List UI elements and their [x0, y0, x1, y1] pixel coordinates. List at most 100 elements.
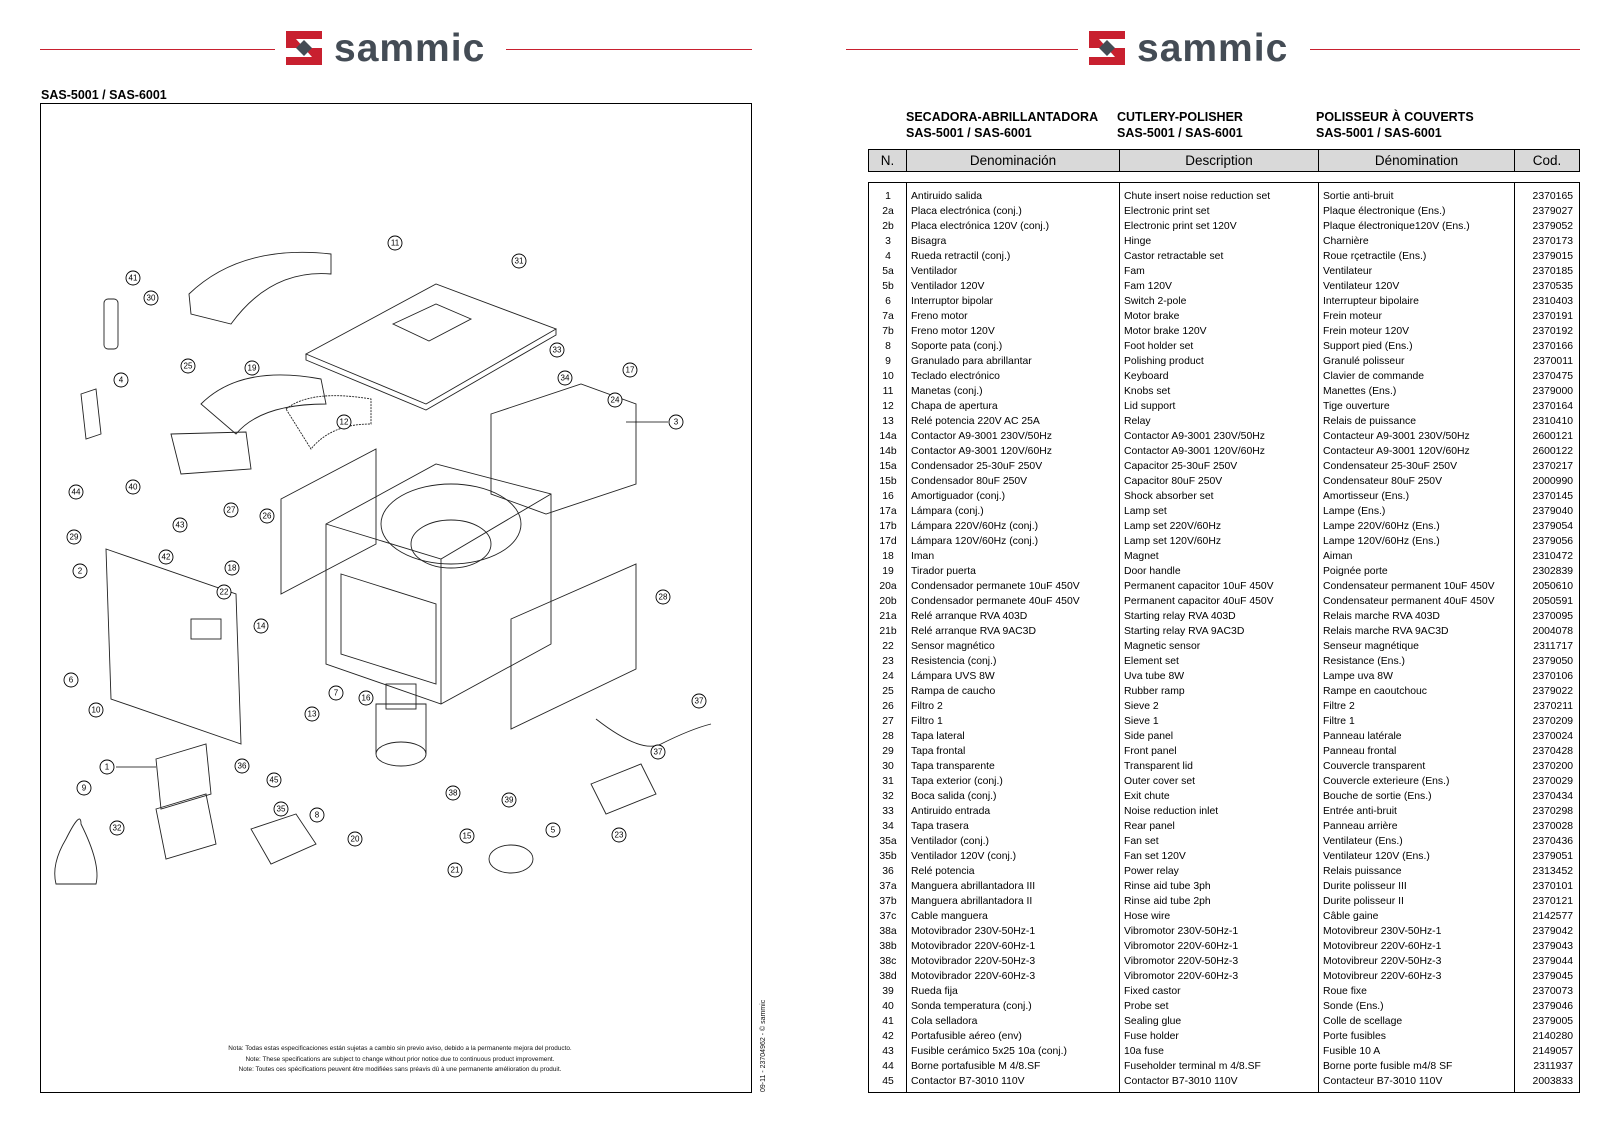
cell-description: Power relay: [1124, 866, 1179, 877]
cell-code: 2370121: [1532, 896, 1573, 907]
svg-text:7: 7: [334, 689, 339, 698]
cell-number: 13: [882, 416, 894, 427]
callout-1: 1: [99, 759, 156, 775]
cell-code: 2370095: [1532, 611, 1573, 622]
cell-code: 2050610: [1532, 581, 1573, 592]
cell-denomination: Frein moteur 120V: [1323, 326, 1410, 337]
cell-code: 2379042: [1532, 926, 1573, 937]
callout-9: 9: [76, 780, 92, 796]
cell-code: 2379015: [1532, 251, 1573, 262]
cell-description: 10a fuse: [1124, 1046, 1164, 1057]
cell-denominacion: Tapa trasera: [911, 821, 969, 832]
callout-36: 36: [234, 758, 250, 774]
callout-33: 33: [549, 342, 565, 358]
cell-code: 2370434: [1532, 791, 1573, 802]
cell-code: 2370200: [1532, 761, 1573, 772]
cell-denominacion: Tapa frontal: [911, 746, 966, 757]
svg-text:41: 41: [129, 274, 138, 283]
cell-denominacion: Filtro 2: [911, 701, 943, 712]
cell-code: 2370165: [1532, 191, 1573, 202]
cell-description: Sealing glue: [1124, 1016, 1182, 1027]
cell-number: 17a: [879, 506, 897, 517]
exploded-view-frame: [40, 103, 752, 1093]
callout-25: 25: [180, 358, 196, 374]
cell-description: Keyboard: [1124, 371, 1169, 382]
svg-text:22: 22: [220, 588, 229, 597]
cell-code: 2370011: [1533, 356, 1573, 367]
cell-denominacion: Relé potencia: [911, 866, 975, 877]
cell-denomination: Granulé polisseur: [1323, 356, 1405, 367]
header-fr-model: SAS-5001 / SAS-6001: [1316, 125, 1442, 140]
cell-denomination: Tige ouverture: [1323, 401, 1390, 412]
cell-number: 11: [882, 386, 894, 397]
cell-number: 6: [885, 296, 891, 307]
cell-number: 18: [882, 551, 894, 562]
cell-number: 21b: [879, 626, 897, 637]
cell-code: 2379005: [1532, 1016, 1573, 1027]
column-header-number: N.: [869, 150, 907, 171]
cell-denominacion: Granulado para abrillantar: [911, 356, 1032, 367]
cell-number: 22: [882, 641, 894, 652]
cell-description: Element set: [1124, 656, 1179, 667]
cell-code: 2379051: [1532, 851, 1573, 862]
cell-denominacion: Freno motor: [911, 311, 968, 322]
cell-denominacion: Rampa de caucho: [911, 686, 996, 697]
cell-description: Electronic print set: [1124, 206, 1210, 217]
svg-text:11: 11: [391, 239, 400, 248]
svg-text:23: 23: [615, 831, 624, 840]
cell-number: 45: [882, 1076, 894, 1087]
svg-text:19: 19: [248, 364, 257, 373]
svg-text:4: 4: [119, 376, 124, 385]
svg-text:37: 37: [654, 748, 663, 757]
callout-42: 42: [158, 549, 174, 565]
cell-description: Side panel: [1124, 731, 1174, 742]
svg-text:40: 40: [129, 483, 138, 492]
main-frame: [325, 463, 552, 705]
note-es: Nota: Todas estas especificaciones están…: [228, 1045, 572, 1052]
cell-number: 1: [885, 191, 891, 202]
cell-code: 2142577: [1532, 911, 1573, 922]
cell-code: 2379040: [1532, 506, 1573, 517]
cell-denominacion: Antiruido entrada: [911, 806, 991, 817]
cell-denomination: Ventilateur 120V: [1323, 281, 1400, 292]
sammic-emblem-icon: [286, 31, 322, 65]
cell-code: 2310472: [1532, 551, 1573, 562]
callout-30: 30: [143, 290, 159, 306]
svg-text:28: 28: [659, 593, 668, 602]
cell-denominacion: Filtro 1: [911, 716, 943, 727]
cell-number: 34: [882, 821, 894, 832]
cell-number: 35b: [879, 851, 897, 862]
callout-15: 15: [459, 828, 475, 844]
cell-denomination: Lampe 120V/60Hz (Ens.): [1323, 536, 1440, 547]
cell-denomination: Support pied (Ens.): [1323, 341, 1413, 352]
cell-denominacion: Placa electrónica 120V (conj.): [911, 221, 1050, 232]
svg-text:34: 34: [561, 374, 570, 383]
cell-number: 44: [882, 1061, 894, 1072]
cell-denomination: Relais marche RVA 9AC3D: [1323, 626, 1449, 637]
cell-denominacion: Portafusible aéreo (env): [911, 1031, 1022, 1042]
svg-text:24: 24: [611, 396, 620, 405]
cell-denominacion: Lámpara 120V/60Hz (conj.): [911, 536, 1039, 547]
svg-text:14: 14: [257, 622, 266, 631]
callout-43: 43: [172, 517, 188, 533]
cell-denominacion: Placa electrónica (conj.): [911, 206, 1022, 217]
exploded-view-drawing: 1 2 3 4 5 6 7 8 9 10 11 12 13 14 15 16 1…: [54, 235, 712, 885]
cell-denomination: Amortisseur (Ens.): [1323, 491, 1410, 502]
cell-code: 2302839: [1532, 566, 1573, 577]
cell-code: 2370024: [1532, 731, 1573, 742]
cell-description: Fam 120V: [1124, 281, 1172, 292]
callout-22: 22: [216, 584, 232, 600]
